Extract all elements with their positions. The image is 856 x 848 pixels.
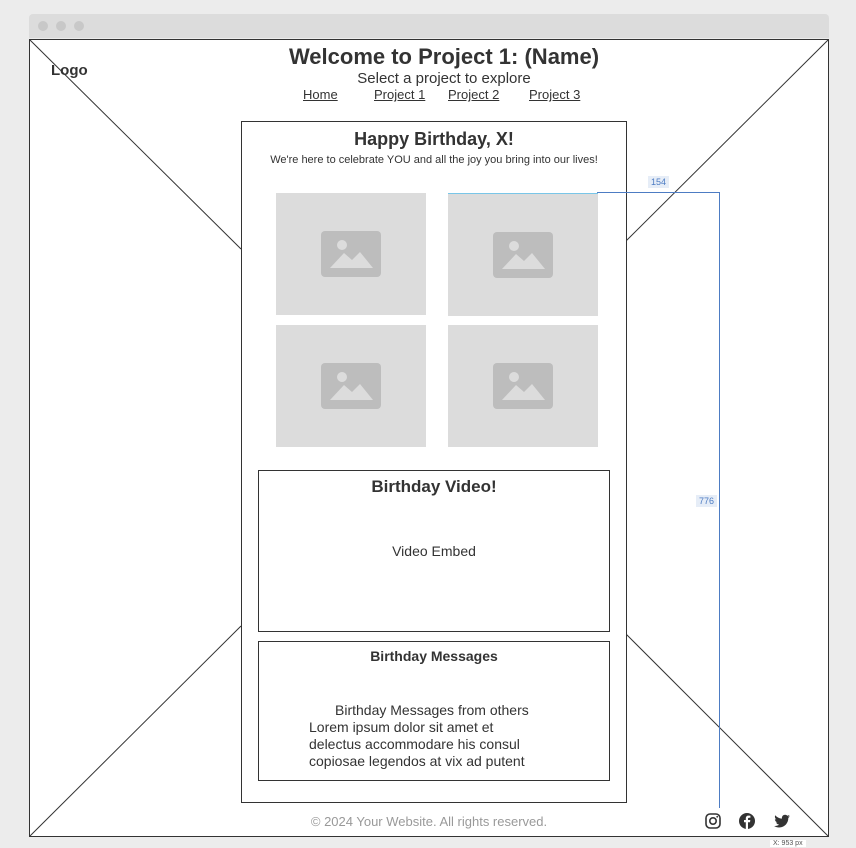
message-line: copiosae legendos at vix ad putent: [309, 753, 525, 769]
photo-placeholder[interactable]: [448, 193, 598, 316]
width-guide-label: 154: [648, 176, 670, 188]
messages-heading: Birthday Messages from others: [335, 702, 529, 718]
twitter-icon[interactable]: [773, 812, 791, 830]
message-line: delectus accommodare his consul: [309, 736, 520, 752]
video-title: Birthday Video!: [371, 477, 497, 496]
coordinate-readout: X: 953 px: [770, 840, 806, 847]
page-title: Welcome to Project 1: (Name): [288, 44, 600, 69]
photo-placeholder[interactable]: [276, 193, 426, 315]
window-dot-icon: [74, 21, 84, 31]
window-dot-icon: [38, 21, 48, 31]
page-subtitle: Select a project to explore: [357, 70, 531, 87]
image-icon: [321, 363, 381, 409]
birthday-card: Happy Birthday, X! We're here to celebra…: [241, 121, 627, 803]
card-subtitle: We're here to celebrate YOU and all the …: [270, 154, 598, 166]
image-icon: [321, 231, 381, 277]
page-frame: Logo Welcome to Project 1: (Name) Select…: [29, 39, 829, 837]
messages-section: Birthday Messages Birthday Messages from…: [258, 641, 610, 781]
nav-link-project-1[interactable]: Project 1: [374, 87, 426, 102]
video-section: Birthday Video! Video Embed: [258, 470, 610, 632]
window-dot-icon: [56, 21, 66, 31]
height-guide-label: 776: [696, 495, 718, 507]
message-line: Lorem ipsum dolor sit amet et: [309, 719, 494, 735]
image-icon: [493, 363, 553, 409]
instagram-icon[interactable]: [704, 812, 722, 830]
image-icon: [493, 232, 553, 278]
messages-title: Birthday Messages: [370, 648, 498, 664]
video-embed[interactable]: Video Embed: [392, 543, 476, 559]
background-placeholder-cross: [30, 40, 828, 836]
card-title: Happy Birthday, X!: [354, 129, 514, 149]
facebook-icon[interactable]: [738, 812, 756, 830]
nav-link-home[interactable]: Home: [303, 87, 338, 102]
window-title-bar: [29, 14, 829, 38]
nav-link-project-2[interactable]: Project 2: [448, 87, 500, 102]
nav-link-project-3[interactable]: Project 3: [529, 87, 581, 102]
logo[interactable]: Logo: [51, 62, 88, 79]
copyright: © 2024 Your Website. All rights reserved…: [310, 814, 548, 829]
photo-placeholder[interactable]: [448, 325, 598, 447]
messages-list: Birthday Messages from others Lorem ipsu…: [309, 702, 529, 770]
photo-placeholder[interactable]: [276, 325, 426, 447]
